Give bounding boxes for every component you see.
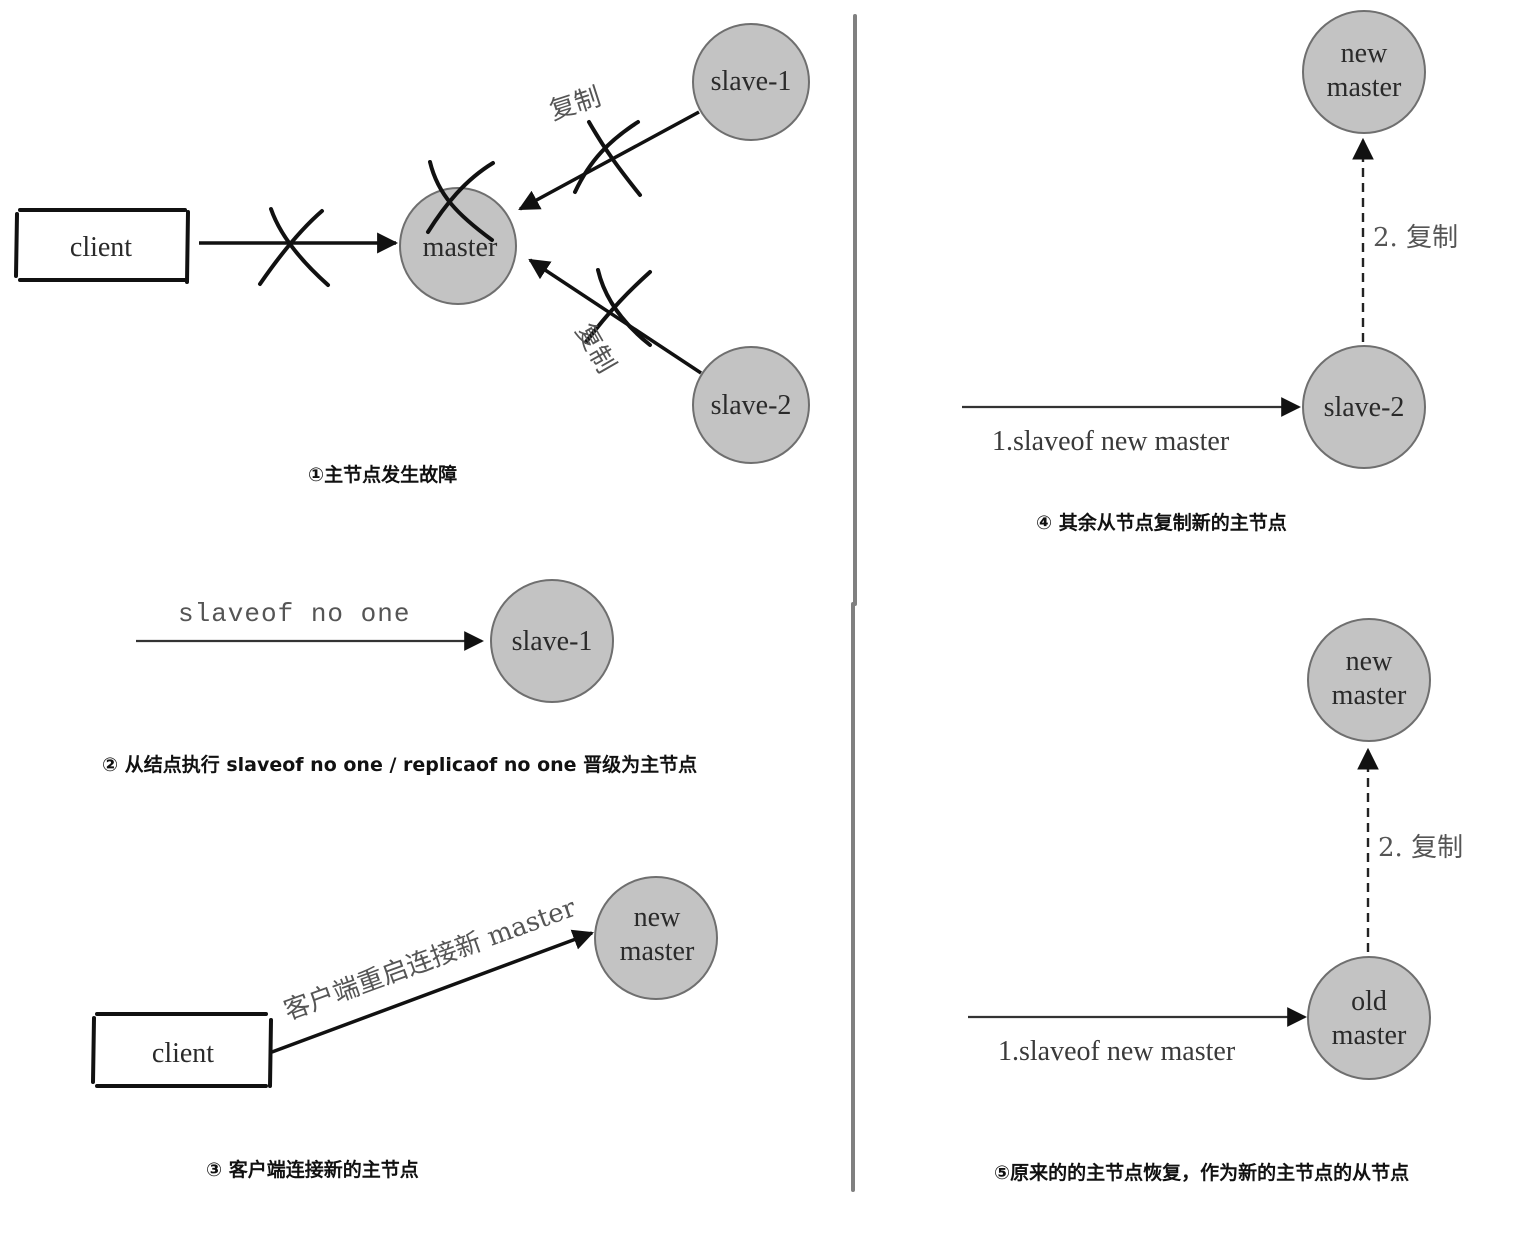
old-master-label-line1: old (1351, 986, 1387, 1017)
slave-1-node: slave-1 (692, 23, 810, 141)
new-master-label-line2: master (1327, 72, 1402, 103)
master-node: master (399, 187, 517, 305)
panel-2-promote-slave: slaveof no one slave-1 ② 从结点执行 slaveof n… (102, 579, 697, 776)
client-box: client (14, 208, 190, 284)
slave-1-label: slave-1 (512, 626, 593, 657)
old-master-node: old master (1307, 956, 1431, 1080)
slave-2-node: slave-2 (692, 346, 810, 464)
panel-3-client-reconnect: client 客户端重启连接新 master new master ③ 客户端连… (91, 876, 718, 1181)
slaveof-new-master-label: 1.slaveof new master (992, 426, 1230, 457)
panel-5-caption: ⑤原来的的主节点恢复，作为新的主节点的从节点 (994, 1161, 1409, 1184)
slave-2-edge-label: 复制 (569, 319, 621, 379)
new-master-node: new master (594, 876, 718, 1000)
client-label: client (70, 232, 132, 263)
slave-2-node: slave-2 (1302, 345, 1426, 469)
new-master-node: new master (1302, 10, 1426, 134)
panel-1-master-failure: client master slave-1 slave-2 复制 复制 ①主节点… (14, 23, 810, 486)
slave-1-edge-label: 复制 (546, 82, 605, 127)
client-box: client (91, 1012, 273, 1088)
new-master-label-line2: master (620, 936, 695, 967)
slave-2-edge-broken-cross-icon (584, 268, 652, 347)
client-edge-broken-cross-icon (258, 207, 330, 287)
slaveof-new-master-label: 1.slaveof new master (998, 1036, 1236, 1067)
new-master-node: new master (1307, 618, 1431, 742)
replicate-label: 2. 复制 (1378, 833, 1463, 863)
slave-1-node: slave-1 (490, 579, 614, 703)
new-master-label-line2: master (1332, 680, 1407, 711)
panel-3-caption: ③ 客户端连接新的主节点 (206, 1158, 419, 1181)
slave-2-label: slave-2 (1324, 392, 1405, 423)
slave-2-to-master-edge (528, 258, 702, 375)
replicate-label: 2. 复制 (1373, 223, 1458, 253)
slave-1-label: slave-1 (711, 66, 792, 97)
master-failed-cross-icon (426, 160, 495, 242)
panel-4-slaves-replicate: new master 2. 复制 slave-2 1.slaveof new m… (962, 10, 1458, 534)
slaveof-no-one-label: slaveof no one (178, 599, 410, 629)
slave-2-label: slave-2 (711, 390, 792, 421)
new-master-label-line1: new (634, 902, 681, 933)
panel-2-caption: ② 从结点执行 slaveof no one / replicaof no on… (102, 753, 697, 776)
panel-1-caption: ①主节点发生故障 (308, 463, 457, 486)
slave-1-edge-broken-cross-icon (573, 120, 642, 197)
client-reconnect-label: 客户端重启连接新 master (280, 893, 580, 1027)
slave-1-to-master-edge (518, 110, 700, 211)
old-master-label-line2: master (1332, 1020, 1407, 1051)
panel-5-old-master-recovers: new master 2. 复制 old master 1.slaveof ne… (968, 618, 1463, 1184)
client-label: client (152, 1038, 214, 1069)
panel-4-caption: ④ 其余从节点复制新的主节点 (1036, 511, 1287, 534)
client-to-new-master-edge (271, 929, 594, 1054)
new-master-label-line1: new (1341, 38, 1388, 69)
new-master-label-line1: new (1346, 646, 1393, 677)
